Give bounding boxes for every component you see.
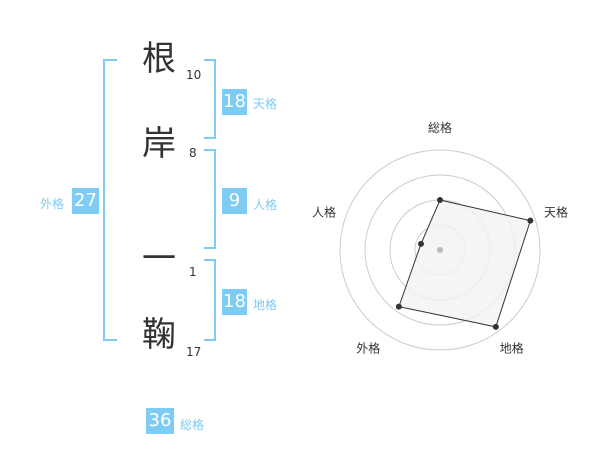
gaikaku-label: 外格 bbox=[40, 197, 65, 211]
radar-point-1 bbox=[437, 197, 443, 203]
radar-point-2 bbox=[527, 217, 534, 224]
name-char-3: 一 bbox=[142, 239, 176, 279]
radar-axis-label-3: 地格 bbox=[500, 341, 524, 356]
radar-point-3 bbox=[492, 323, 499, 330]
tenkaku-value: 18 bbox=[222, 89, 247, 115]
name-char-2: 岸 bbox=[142, 124, 176, 164]
gaikaku-value: 27 bbox=[72, 188, 99, 214]
name-char-3-strokes: 1 bbox=[189, 265, 197, 279]
tenkaku-bracket bbox=[204, 59, 216, 139]
soukaku-label: 総格 bbox=[180, 418, 205, 432]
chikaku-bracket bbox=[204, 259, 216, 341]
soukaku-value: 36 bbox=[146, 408, 174, 434]
name-char-1: 根 bbox=[142, 39, 176, 79]
radar-grid-ring-4 bbox=[339, 149, 541, 351]
chikaku-label: 地格 bbox=[253, 298, 278, 312]
name-char-2-strokes: 8 bbox=[189, 146, 197, 160]
jinkaku-label: 人格 bbox=[253, 198, 278, 212]
radar-area bbox=[398, 199, 532, 328]
radar-axis-label-2: 天格 bbox=[544, 204, 568, 219]
tenkaku-label: 天格 bbox=[253, 97, 278, 111]
radar-center-dot bbox=[437, 247, 443, 253]
radar-point-4 bbox=[395, 303, 402, 310]
jinkaku-value: 9 bbox=[222, 188, 247, 214]
chikaku-value: 18 bbox=[222, 289, 247, 315]
radar-axis-label-1: 総格 bbox=[428, 120, 452, 135]
gaikaku-bracket bbox=[103, 59, 117, 341]
radar-axis-label-5: 人格 bbox=[312, 204, 336, 219]
radar-axis-label-4: 外格 bbox=[356, 341, 380, 356]
name-char-4-strokes: 17 bbox=[186, 345, 202, 359]
radar-point-5 bbox=[417, 240, 424, 247]
name-char-4: 鞠 bbox=[142, 315, 176, 355]
jinkaku-bracket bbox=[204, 149, 216, 249]
name-char-1-strokes: 10 bbox=[186, 68, 202, 82]
